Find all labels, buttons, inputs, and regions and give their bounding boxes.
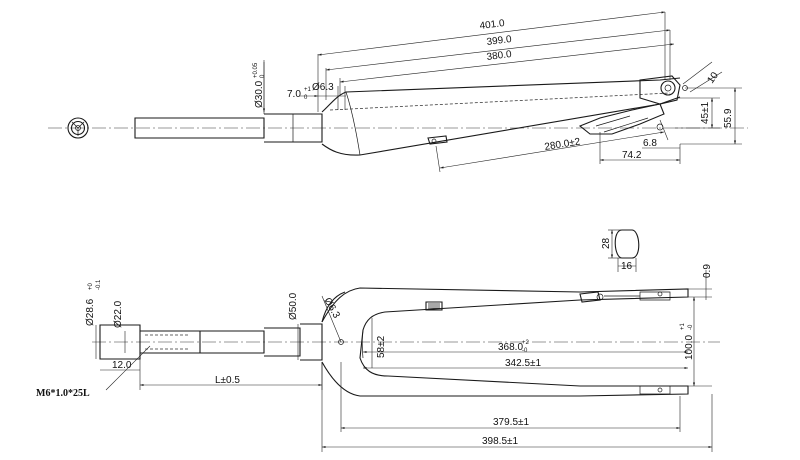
steerer-end-circle xyxy=(67,117,89,139)
side-dimensions: 401.0 399.0 380.0 Ø30.0 +0.05 0 7.0 +1 xyxy=(253,11,742,173)
dim-L: L±0.5 xyxy=(215,375,240,386)
dropout-side xyxy=(578,75,688,135)
side-view: 401.0 399.0 380.0 Ø30.0 +0.05 0 7.0 +1 xyxy=(48,11,748,173)
dim-58: 58±2 xyxy=(376,335,387,358)
dim-0-9: 0.9 xyxy=(702,264,713,278)
dim-steerer-dia: Ø30.0 xyxy=(254,80,265,108)
dim-6-3-side: Ø6.3 xyxy=(312,82,334,93)
dim-28-6: Ø28.6 xyxy=(85,298,96,326)
dim-100-tol: +1 xyxy=(680,322,686,330)
dim-368: 368.0 xyxy=(498,342,523,353)
dim-401: 401.0 xyxy=(479,18,506,32)
dim-399: 399.0 xyxy=(486,34,513,48)
dim-379-5: 379.5±1 xyxy=(493,417,530,428)
dim-12: 12.0 xyxy=(112,360,132,371)
dim-50: Ø50.0 xyxy=(288,292,299,320)
dim-55: 55.9 xyxy=(723,108,734,128)
dim-100-tol-low: -0 xyxy=(688,324,694,330)
dim-22: Ø22.0 xyxy=(113,300,124,328)
dim-6-8: 6.8 xyxy=(643,138,657,149)
dim-28: 28 xyxy=(601,237,612,249)
dim-7: 7.0 xyxy=(287,89,301,100)
dim-74-2: 74.2 xyxy=(622,150,642,161)
dim-7-tol: +1 xyxy=(304,87,312,93)
front-view: Ø28.6 +0 -0.1 Ø22.0 12.0 Ø50.0 Ø6.3 58±2… xyxy=(36,264,720,452)
dim-342: 342.5±1 xyxy=(505,358,542,369)
steerer-tube-front xyxy=(99,323,323,361)
dim-45: 45±1 xyxy=(700,101,711,124)
dim-28-6-tol-low: -0.1 xyxy=(96,279,102,290)
dim-16: 16 xyxy=(621,261,633,272)
dim-398-5: 398.5±1 xyxy=(482,436,519,447)
dim-28-6-tol: +0 xyxy=(88,282,94,290)
dim-100: 100.0 xyxy=(684,335,695,360)
dim-380: 380.0 xyxy=(486,49,513,63)
fork-blade-side xyxy=(321,77,681,156)
thread-label: M6*1.0*25L xyxy=(36,388,90,399)
dim-7-tol-low: 0 xyxy=(304,95,308,101)
front-dimensions: Ø28.6 +0 -0.1 Ø22.0 12.0 Ø50.0 Ø6.3 58±2… xyxy=(36,264,713,452)
dropout-detail: 28 16 xyxy=(601,229,640,272)
dim-10: 10 xyxy=(705,70,721,86)
fork-legs-front xyxy=(321,287,689,397)
steerer-tube-side xyxy=(134,113,323,143)
dim-368-tol: +2 xyxy=(522,340,530,346)
dim-280: 280.0±2 xyxy=(544,136,582,153)
dim-steerer-tol: +0.05 xyxy=(253,62,259,78)
dim-steerer-tol-low: 0 xyxy=(260,74,266,78)
dim-368-tol-low: -0 xyxy=(522,348,528,354)
